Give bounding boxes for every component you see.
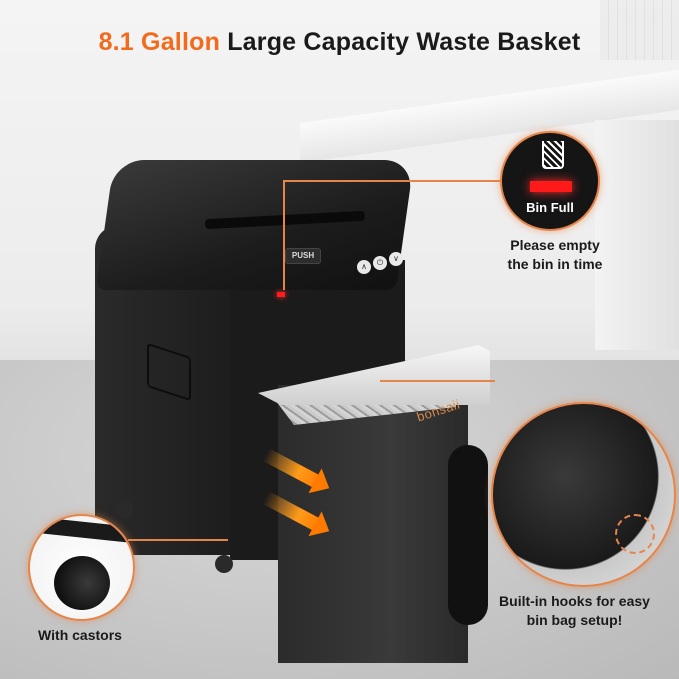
hooks-callout [491,402,676,587]
leader-line [283,180,501,182]
bin-full-caption: Please empty the bin in time [470,236,640,274]
shredded-bin-icon [542,141,564,169]
bin-full-callout: Bin Full [500,131,600,231]
bin-full-indicator [530,181,572,192]
desk-leg [595,120,679,350]
castor-caption: With castors [38,627,122,643]
keyboard [600,0,679,60]
push-button[interactable]: PUSH [285,248,321,264]
castor-callout [28,514,135,621]
headline-description: Large Capacity Waste Basket [227,28,581,56]
bin-bag-hook-icon [615,514,655,554]
pull-out-bin[interactable]: bonsaii [258,345,490,663]
bin-window [448,445,488,625]
bin-full-label: Bin Full [526,200,574,215]
headline: 8.1 Gallon Large Capacity Waste Basket [0,28,679,57]
caption-line: bin bag setup! [526,611,623,628]
caster-back [115,500,133,518]
leader-line [380,380,495,382]
bin-full-led [277,292,285,297]
caption-line: Built-in hooks for easy [499,593,650,609]
caster-front [215,555,233,573]
hooks-caption: Built-in hooks for easy bin bag setup! [470,592,679,630]
caption-line: the bin in time [507,255,603,272]
leader-line [128,539,228,541]
caption-line: Please empty [510,237,600,253]
headline-capacity: 8.1 Gallon [98,28,221,56]
leader-line [283,180,285,290]
forward-button[interactable]: ∨ [389,252,403,266]
caster-wheel-icon [54,556,110,610]
reverse-button[interactable]: ∧ [357,260,371,274]
power-button[interactable]: ⏻ [373,256,387,270]
